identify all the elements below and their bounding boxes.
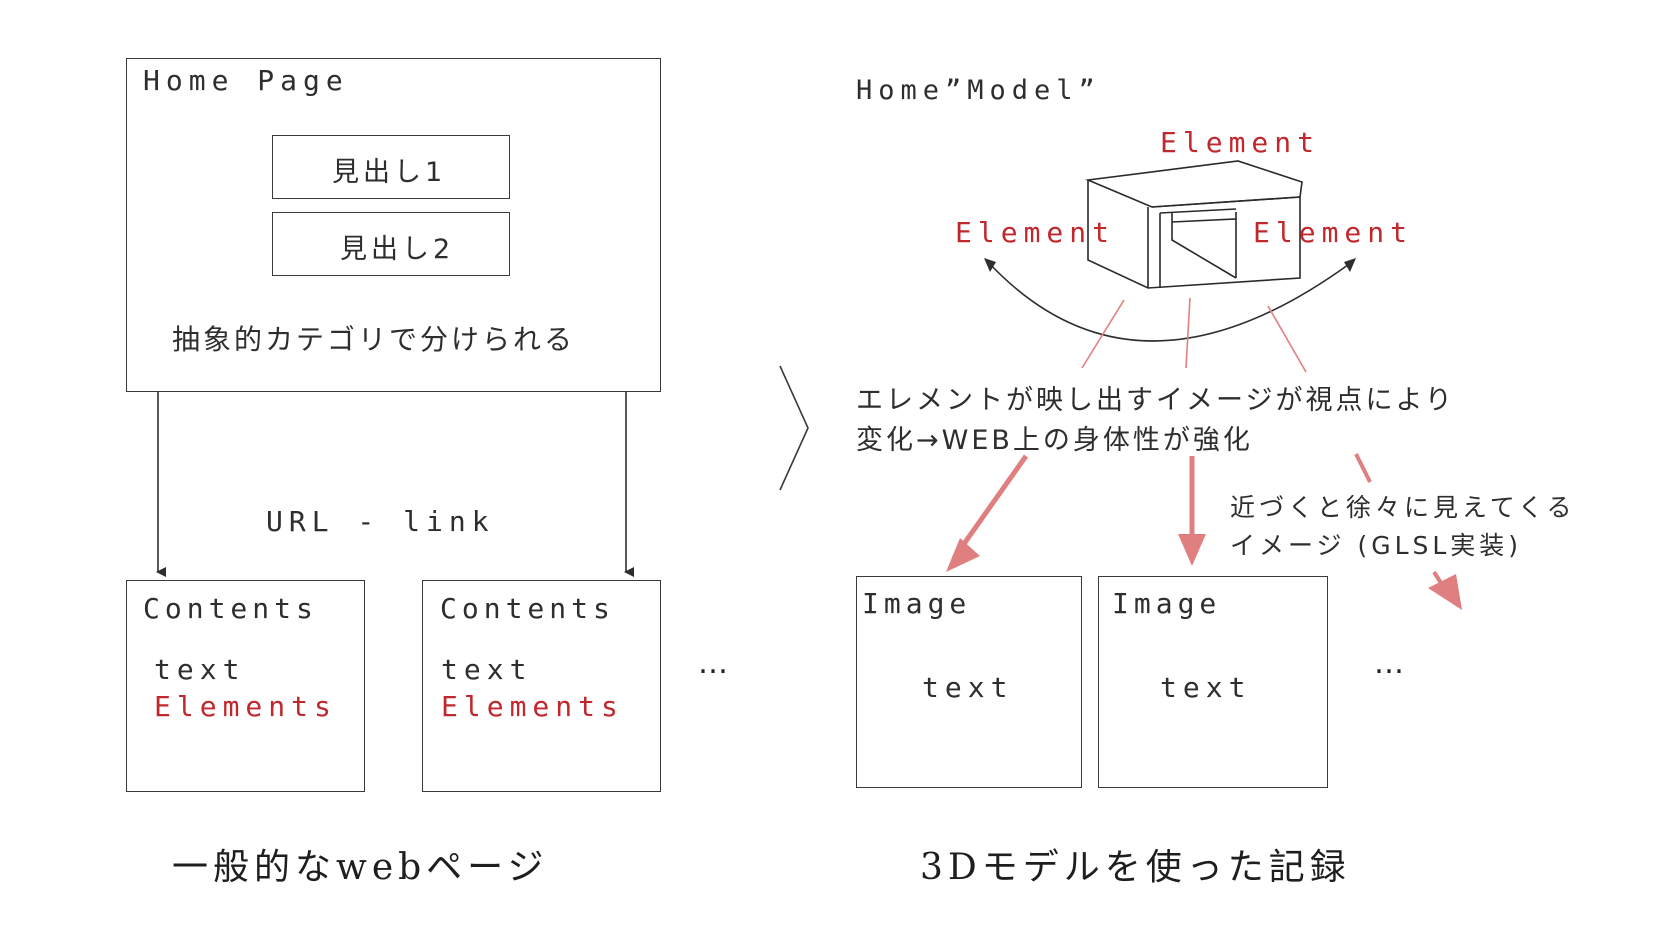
right-caption: 3Dモデルを使った記録	[920, 847, 1351, 888]
home-model-title: Home”Model”	[856, 75, 1101, 106]
view-line-left	[1081, 299, 1125, 369]
cabinet-3d-icon	[1084, 160, 1303, 289]
approach-note-line-2: イメージ (GLSL実装)	[1230, 531, 1523, 560]
contents-card-1-title: Contents	[143, 592, 318, 625]
category-note: 抽象的カテゴリで分けられる	[172, 323, 576, 356]
right-more-ellipsis: …	[1374, 646, 1406, 681]
description-line-2: 変化→WEB上の身体性が強化	[856, 425, 1253, 456]
rotation-curve-arrow	[987, 261, 1353, 342]
home-page-title: Home Page	[143, 64, 349, 97]
approach-note-line-1: 近づくと徐々に見えてくる	[1230, 493, 1576, 522]
contents-card-2-elements: Elements	[441, 690, 624, 723]
heading-1-label: 見出し1	[332, 157, 447, 188]
element-label-right: Element	[1253, 216, 1414, 249]
image-card-1[interactable]	[856, 576, 1082, 788]
left-more-ellipsis: …	[698, 646, 730, 681]
heading-2-box[interactable]	[272, 212, 510, 276]
contents-card-2-title: Contents	[440, 592, 615, 625]
transition-triangle	[779, 365, 809, 491]
element-label-top: Element	[1160, 126, 1321, 159]
view-line-right	[1267, 305, 1307, 373]
description-line-1: エレメントが映し出すイメージが視点により	[856, 385, 1455, 416]
left-caption: 一般的なwebページ	[172, 847, 549, 888]
heading-1-box[interactable]	[272, 135, 510, 199]
contents-card-2[interactable]	[422, 580, 661, 792]
url-link-label: URL - link	[266, 505, 495, 538]
view-line-mid	[1185, 297, 1191, 369]
image-card-2-title: Image	[1112, 587, 1222, 620]
element-label-left: Element	[955, 216, 1116, 249]
contents-card-1-elements: Elements	[154, 690, 337, 723]
contents-card-1-text: text	[154, 653, 246, 686]
image-card-2[interactable]	[1098, 576, 1328, 788]
image-card-2-text: text	[1160, 671, 1252, 704]
projection-arrow-right	[1354, 453, 1462, 610]
image-card-1-title: Image	[862, 587, 972, 620]
projection-arrow-left	[946, 454, 1029, 572]
image-card-1-text: text	[922, 671, 1014, 704]
contents-card-2-text: text	[441, 653, 533, 686]
contents-card-1[interactable]	[126, 580, 365, 792]
projection-arrow-mid	[1178, 456, 1206, 566]
heading-2-label: 見出し2	[340, 234, 455, 265]
